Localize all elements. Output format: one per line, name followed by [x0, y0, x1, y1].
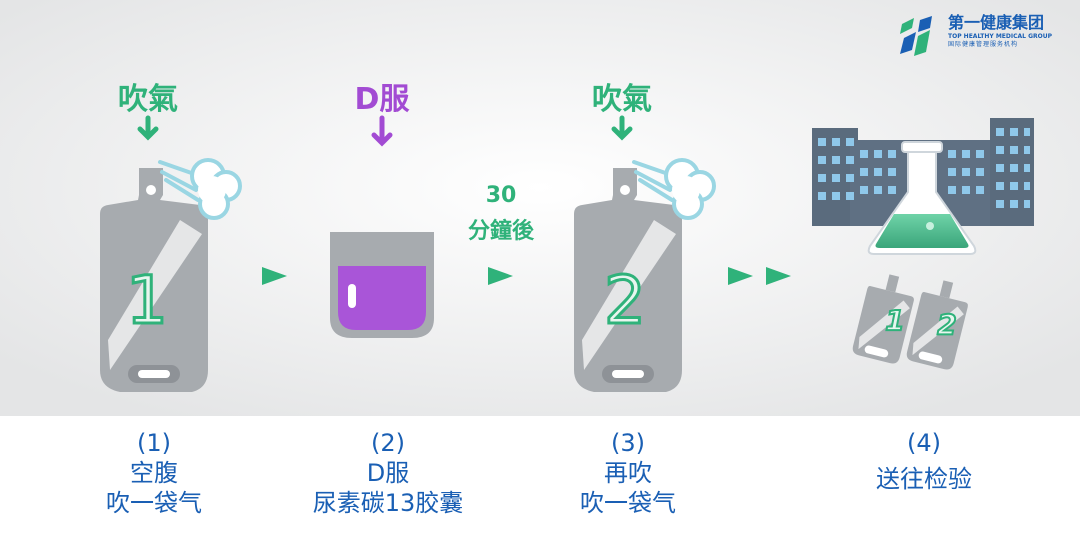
down-arrow-icon: [611, 115, 633, 141]
logo-name-cn: 第一健康集团: [948, 13, 1045, 32]
step-3-group: [574, 115, 716, 392]
mini-bag-number-2: 2: [936, 307, 957, 342]
bag-number-2: 2: [603, 261, 648, 341]
down-arrow-icon: [371, 115, 393, 147]
step-3-caption: (3) 再吹 吹一袋气: [518, 428, 738, 518]
breath-bag-icon: [100, 168, 208, 392]
arrow-right-icon: [262, 267, 287, 285]
step-1-caption: (1) 空腹 吹一袋气: [44, 428, 264, 518]
company-logo-icon: [900, 16, 932, 56]
mini-breath-bag-2: [906, 280, 968, 370]
step-1-caption-line-2: 吹一袋气: [106, 489, 202, 517]
step-3-top-label: 吹氣: [592, 82, 652, 117]
step-1-caption-line-1: 空腹: [130, 459, 178, 487]
down-arrow-icon: [137, 115, 159, 141]
breath-bag-icon: [574, 168, 682, 392]
step-1-number: (1): [137, 429, 171, 457]
step-2-number: (2): [371, 429, 405, 457]
step-4-number: (4): [907, 429, 941, 457]
step-2-group: [330, 115, 434, 338]
step-2-caption-line-1: D服: [366, 459, 410, 487]
step-4-caption-line-1: 送往检验: [876, 465, 972, 493]
step-3-number: (3): [611, 429, 645, 457]
company-logo: 第一健康集团 TOP HEALTHY MEDICAL GROUP 国际健康管理服…: [898, 14, 1052, 54]
step-1-top-label: 吹氣: [118, 82, 178, 117]
step-3-caption-line-2: 吹一袋气: [580, 489, 676, 517]
step-1-group: [100, 115, 242, 392]
bag-number-1: 1: [125, 261, 170, 341]
logo-tagline: 国际健康管理服务机构: [948, 41, 1019, 48]
breath-cloud-icon: [632, 158, 716, 220]
double-arrow-right-icon: [728, 267, 791, 285]
mini-breath-bag-1: [852, 274, 914, 364]
logo-name-en: TOP HEALTHY MEDICAL GROUP: [948, 33, 1052, 40]
lab-flask-icon: [867, 141, 977, 255]
step-2-caption-line-2: 尿素碳13胶囊: [312, 489, 464, 517]
capsule-cup-icon: [330, 232, 434, 338]
arrow-right-icon: [488, 267, 513, 285]
wait-minutes: 30: [485, 183, 517, 208]
breath-cloud-icon: [158, 158, 242, 220]
step-2-top-label: D服: [354, 82, 410, 117]
wait-label: 分鐘後: [467, 219, 534, 244]
mini-bag-number-1: 1: [884, 303, 905, 338]
step-3-caption-line-1: 再吹: [604, 459, 652, 487]
step-4-caption: (4) 送往检验: [814, 428, 1034, 494]
step-2-caption: (2) D服 尿素碳13胶囊: [278, 428, 498, 518]
